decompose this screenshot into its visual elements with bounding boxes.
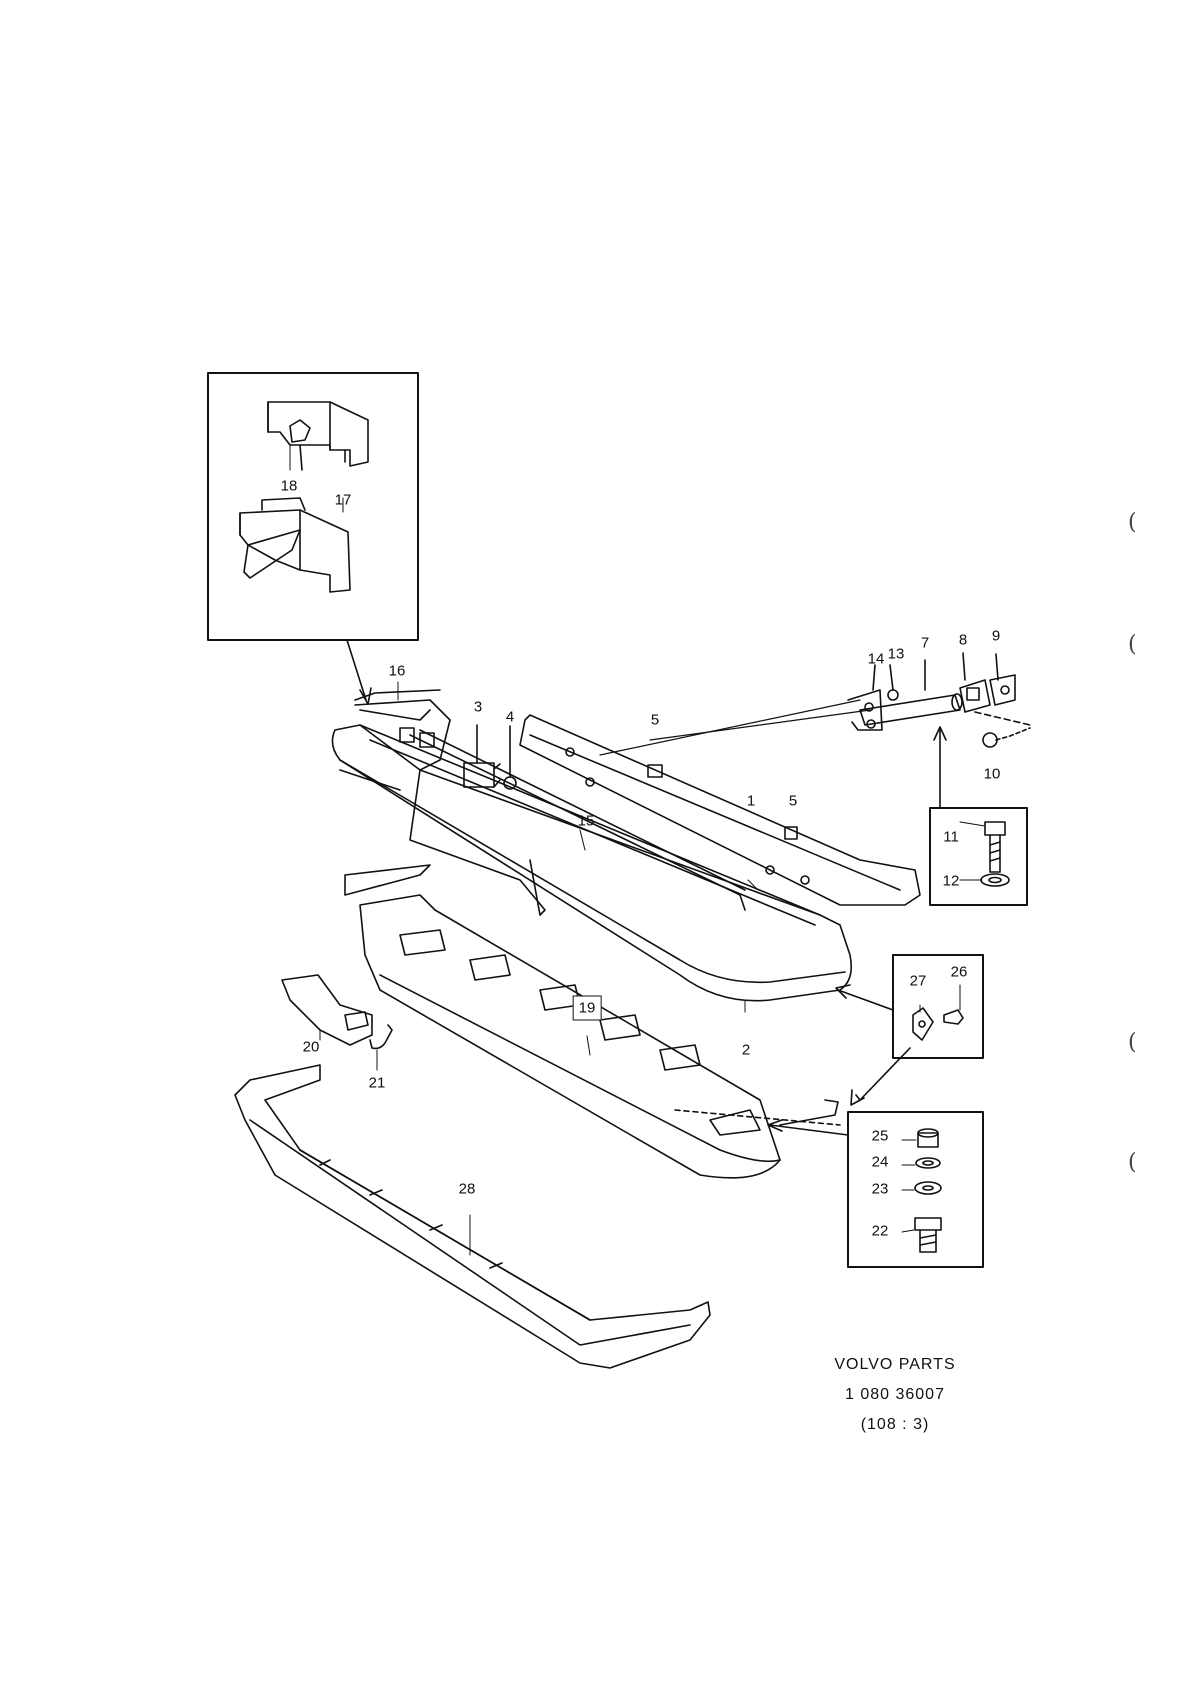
callout-23: 23 <box>871 1180 889 1198</box>
catalog-page-ref: (108 : 3) <box>860 1416 930 1433</box>
spoiler-28 <box>234 1064 711 1369</box>
callout-27: 27 <box>909 972 927 990</box>
callout-11: 11 <box>943 828 959 846</box>
callout-17: 17 <box>334 491 352 509</box>
bumper-trim <box>519 714 921 906</box>
callout-1: 1 <box>746 792 756 810</box>
margin-mark-1: ( <box>1128 510 1137 535</box>
inset-arrow <box>346 639 367 701</box>
mount-assembly <box>847 674 1031 748</box>
inset-box-26-27 <box>892 954 984 1059</box>
inset-box-22-25 <box>847 1111 984 1268</box>
callout-5b: 5 <box>788 792 798 810</box>
washer-13 <box>887 689 899 701</box>
callout-15: 15 <box>577 812 595 830</box>
inset-box-11-12 <box>929 807 1028 906</box>
margin-mark-4: ( <box>1128 1150 1137 1175</box>
bumper-cover <box>331 699 853 1002</box>
callout-26: 26 <box>950 963 968 981</box>
callout-5a: 5 <box>650 711 660 729</box>
catalog-number: 1 080 36007 <box>845 1386 945 1403</box>
arrow-to-bumper <box>837 989 894 1011</box>
callout-3: 3 <box>473 698 483 716</box>
margin-mark-2: ( <box>1128 632 1137 657</box>
callout-12: 12 <box>942 872 960 890</box>
molding-15 <box>409 734 746 911</box>
callout-25: 25 <box>871 1127 889 1145</box>
callout-22: 22 <box>871 1222 889 1240</box>
callout-18: 18 <box>280 477 298 495</box>
inset-box-17-18 <box>207 372 419 641</box>
margin-mark-3: ( <box>1128 1030 1137 1055</box>
leader-lines <box>289 443 986 1256</box>
callout-7: 7 <box>920 634 930 652</box>
callout-19: 19 <box>572 995 602 1021</box>
bracket-3 <box>463 762 495 788</box>
callout-16: 16 <box>388 662 406 680</box>
callout-21: 21 <box>368 1074 386 1092</box>
callout-2: 2 <box>741 1041 751 1059</box>
trim-strip-16 <box>354 689 441 701</box>
callout-9: 9 <box>991 627 1001 645</box>
clip-21 <box>369 1024 393 1050</box>
callout-10: 10 <box>983 765 1001 783</box>
callout-14: 14 <box>867 650 885 668</box>
bracket-20 <box>281 974 373 1046</box>
callout-4: 4 <box>505 708 515 726</box>
callout-13: 13 <box>887 645 905 663</box>
catalog-brand: VOLVO PARTS <box>834 1356 956 1373</box>
callout-8: 8 <box>958 631 968 649</box>
absorber-19 <box>344 864 841 1179</box>
callout-24: 24 <box>871 1153 889 1171</box>
arrow-to-absorber <box>769 1124 849 1136</box>
bolt-10 <box>982 732 998 748</box>
callout-28: 28 <box>458 1180 476 1198</box>
callout-20: 20 <box>302 1038 320 1056</box>
